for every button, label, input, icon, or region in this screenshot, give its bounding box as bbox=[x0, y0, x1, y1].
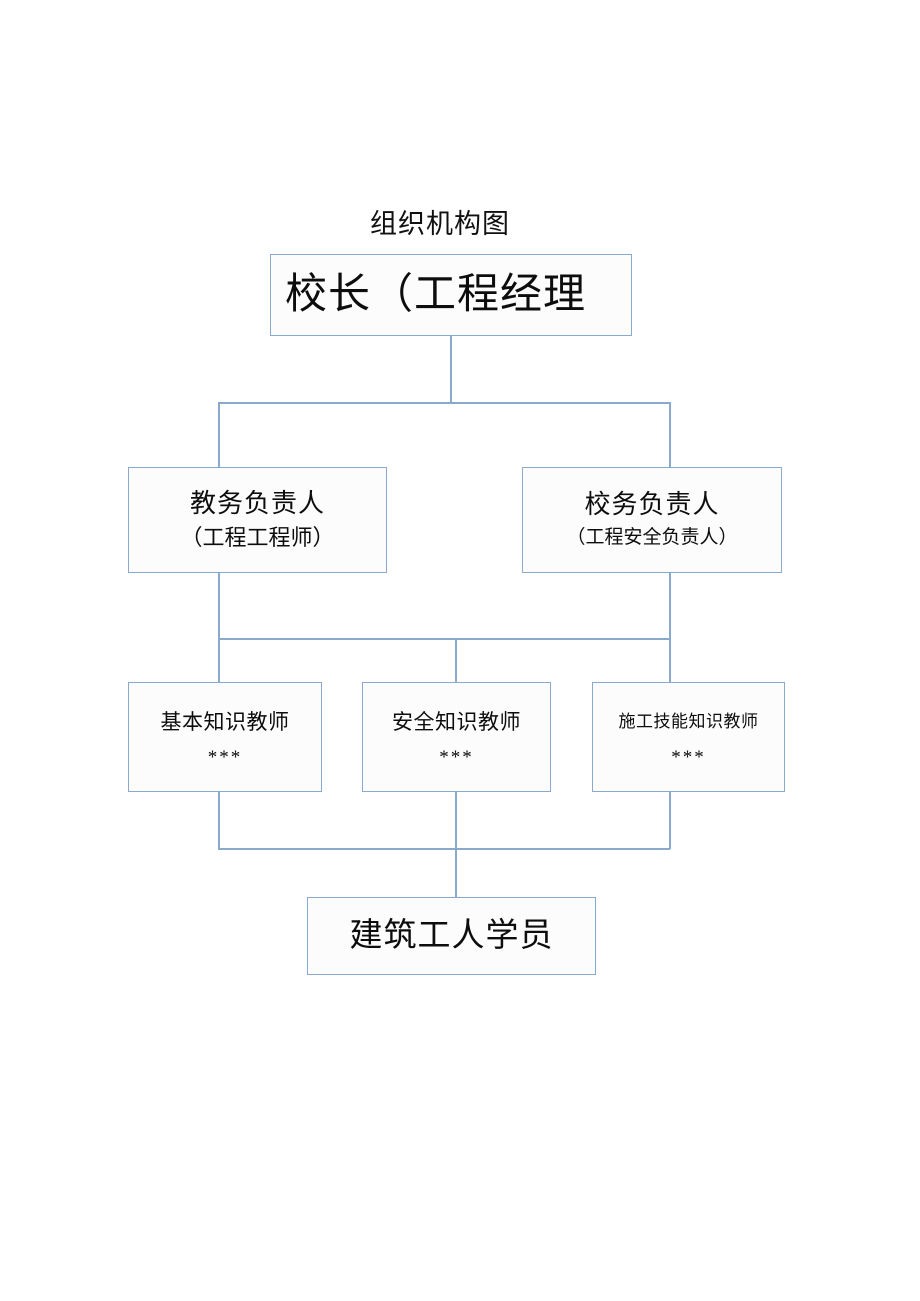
node-construction-skill-teacher-title: 施工技能知识教师 bbox=[618, 712, 759, 731]
node-safety-knowledge-teacher-title: 安全知识教师 bbox=[392, 710, 521, 734]
connector-drop-safety-teacher bbox=[455, 638, 457, 683]
connector-skill-teacher-down bbox=[669, 791, 671, 849]
node-construction-worker-students-label: 建筑工人学员 bbox=[349, 918, 554, 954]
node-safety-knowledge-teacher: 安全知识教师 *** bbox=[362, 682, 551, 792]
node-construction-worker-students: 建筑工人学员 bbox=[307, 897, 596, 975]
connector-drop-basic-teacher bbox=[218, 638, 220, 683]
connector-basic-teacher-down bbox=[218, 791, 220, 849]
connector-academic-down bbox=[218, 572, 220, 639]
node-safety-knowledge-teacher-count: *** bbox=[439, 747, 474, 768]
connector-drop-skill-teacher bbox=[669, 638, 671, 683]
connector-students-down bbox=[455, 848, 457, 898]
connector-safety-teacher-down bbox=[455, 791, 457, 849]
node-school-affairs-director: 校务负责人 （工程安全负责人） bbox=[522, 467, 782, 573]
node-basic-knowledge-teacher: 基本知识教师 *** bbox=[128, 682, 322, 792]
node-basic-knowledge-teacher-title: 基本知识教师 bbox=[160, 710, 290, 734]
page-title: 组织机构图 bbox=[370, 209, 510, 239]
node-principal: 校长（工程经理 bbox=[270, 254, 632, 336]
connector-drop-academic bbox=[218, 402, 220, 468]
node-basic-knowledge-teacher-count: *** bbox=[207, 747, 243, 768]
node-construction-skill-teacher: 施工技能知识教师 *** bbox=[592, 682, 785, 792]
node-school-affairs-subtitle: （工程安全负责人） bbox=[566, 527, 738, 548]
node-principal-label: 校长（工程经理 bbox=[285, 272, 587, 318]
node-construction-skill-teacher-count: *** bbox=[671, 747, 706, 768]
connector-principal-down bbox=[450, 336, 452, 403]
node-academic-director-title: 教务负责人 bbox=[189, 489, 325, 518]
connector-bus-level4 bbox=[218, 848, 670, 850]
node-school-affairs-title: 校务负责人 bbox=[584, 490, 720, 519]
connector-school-affairs-down bbox=[669, 572, 671, 639]
connector-bus-level2 bbox=[218, 402, 670, 404]
node-academic-director-subtitle: （工程工程师） bbox=[180, 525, 335, 550]
connector-drop-school-affairs bbox=[669, 402, 671, 468]
connector-bus-level3 bbox=[218, 638, 670, 640]
node-academic-director: 教务负责人 （工程工程师） bbox=[128, 467, 387, 573]
